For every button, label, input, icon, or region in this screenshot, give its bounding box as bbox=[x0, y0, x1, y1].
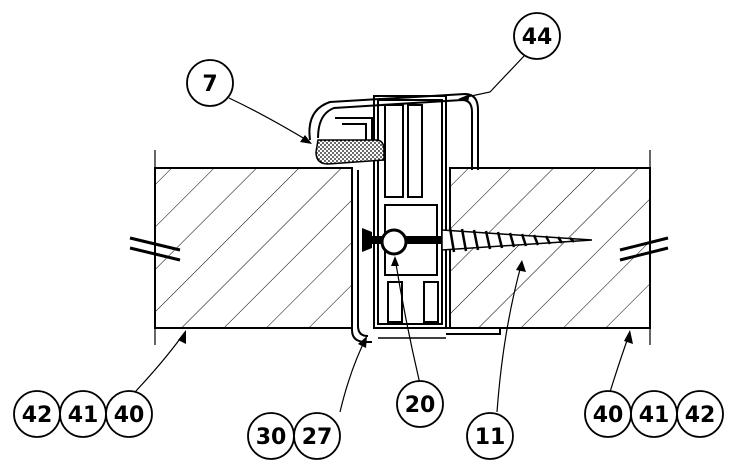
svg-text:42: 42 bbox=[685, 403, 716, 428]
callout-left-41: 41 bbox=[59, 390, 107, 438]
right-panel bbox=[449, 150, 651, 345]
svg-text:30: 30 bbox=[256, 425, 287, 450]
left-panel bbox=[154, 150, 353, 345]
svg-text:42: 42 bbox=[22, 403, 53, 428]
callout-7: 7 bbox=[186, 59, 234, 107]
svg-text:40: 40 bbox=[114, 403, 145, 428]
callout-11: 11 bbox=[466, 412, 514, 460]
seal-strip bbox=[315, 139, 385, 165]
right-break-symbol bbox=[619, 236, 669, 262]
svg-text:44: 44 bbox=[522, 25, 553, 50]
callout-30: 30 bbox=[247, 412, 295, 460]
callout-27: 27 bbox=[293, 412, 341, 460]
callout-right-42: 42 bbox=[676, 390, 724, 438]
svg-text:41: 41 bbox=[639, 403, 670, 428]
svg-text:7: 7 bbox=[202, 72, 217, 97]
svg-text:11: 11 bbox=[475, 425, 506, 450]
svg-text:27: 27 bbox=[302, 425, 333, 450]
callout-right-41: 41 bbox=[630, 390, 678, 438]
svg-text:20: 20 bbox=[405, 393, 436, 418]
leader-arrowheads bbox=[178, 94, 633, 348]
callout-left-42: 42 bbox=[13, 390, 61, 438]
callout-20: 20 bbox=[396, 380, 444, 428]
callout-right-40: 40 bbox=[584, 390, 632, 438]
clip-part bbox=[380, 228, 408, 256]
svg-text:41: 41 bbox=[68, 403, 99, 428]
callout-left-40: 40 bbox=[105, 390, 153, 438]
svg-text:40: 40 bbox=[593, 403, 624, 428]
callout-44: 44 bbox=[513, 12, 561, 60]
left-break-symbol bbox=[129, 236, 181, 262]
